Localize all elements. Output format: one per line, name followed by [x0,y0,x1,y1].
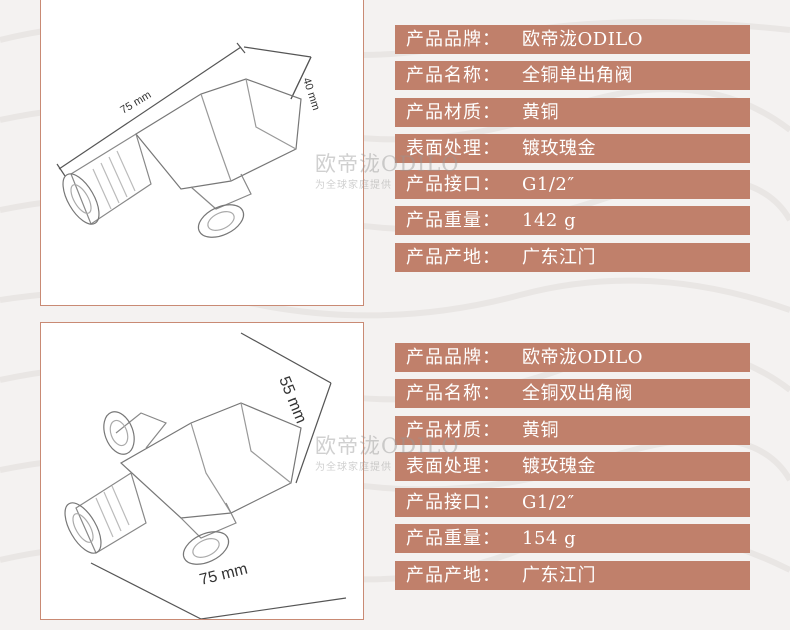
spec-row-finish: 表面处理： 镀玫瑰金 [395,133,750,163]
spec-row-origin: 产品产地： 广东江门 [395,242,750,272]
spec-value: 全铜单出角阀 [522,65,633,87]
product-photo-double-valve: 55 mm 75 mm [40,322,364,620]
spec-label: 产品品牌： [406,347,501,368]
product-section-double: 55 mm 75 mm 产品品牌： 欧帝泷ODILO 产品名称： 全铜双出角阀 产品… [0,318,790,620]
spec-label: 产品名称： [406,65,501,87]
spec-table-double: 产品品牌： 欧帝泷ODILO 产品名称： 全铜双出角阀 产品材质： 黄铜 表面处理： 镀… [395,343,750,597]
spec-value: 广东江门 [522,246,596,268]
watermark-tagline: 为全球家庭提供 [315,462,392,473]
spec-value: G1/2″ [522,492,575,514]
spec-label: 产品产地： [406,564,501,586]
product-photo-single-valve: 75 mm 40 mm [40,0,364,306]
spec-label: 产品名称： [406,383,501,405]
watermark-brand: 欧帝泷ODILO [315,434,460,458]
watermark-brand: 欧帝泷ODILO [315,152,460,176]
spec-row-material: 产品材质： 黄铜 [395,415,750,445]
spec-label: 产品产地： [406,246,501,268]
spec-label: 产品材质： [406,419,501,441]
height-dimension-label: 55 mm [275,374,309,426]
brand-watermark: 欧帝泷ODILO 为全球家庭提供 [315,430,460,473]
product-section-single: 75 mm 40 mm 产品品牌： 欧帝泷ODILO 产品名称： 全铜单出角阀 产品… [0,0,790,306]
spec-label: 产品重量： [406,528,501,550]
spec-row-interface: 产品接口： G1/2″ [395,170,750,200]
spec-row-weight: 产品重量： 154 g [395,524,750,554]
spec-row-finish: 表面处理： 镀玫瑰金 [395,451,750,481]
spec-value: 镀玫瑰金 [522,455,596,477]
spec-row-brand: 产品品牌： 欧帝泷ODILO [395,343,750,372]
spec-value: 欧帝泷ODILO [522,347,644,368]
length-dimension-label: 75 mm [198,561,250,589]
spec-value: 欧帝泷ODILO [522,29,644,50]
double-outlet-valve-drawing: 55 mm 75 mm [64,332,347,619]
spec-label: 产品材质： [406,101,501,123]
length-dimension-label: 75 mm [118,89,153,117]
spec-row-name: 产品名称： 全铜单出角阀 [395,61,750,91]
spec-label: 产品品牌： [406,29,501,50]
spec-value: 154 g [522,528,577,550]
spec-label: 表面处理： [406,455,501,477]
spec-row-interface: 产品接口： G1/2″ [395,488,750,518]
brand-watermark: 欧帝泷ODILO 为全球家庭提供 [315,148,460,191]
spec-row-brand: 产品品牌： 欧帝泷ODILO [395,25,750,54]
spec-table-single: 产品品牌： 欧帝泷ODILO 产品名称： 全铜单出角阀 产品材质： 黄铜 表面处理： 镀… [395,25,750,279]
spec-value: G1/2″ [522,174,575,196]
height-dimension-label: 40 mm [300,76,322,112]
spec-value: 广东江门 [522,564,596,586]
spec-value: 142 g [522,210,577,232]
spec-label: 产品重量： [406,210,501,232]
watermark-tagline: 为全球家庭提供 [315,180,392,191]
spec-value: 黄铜 [522,101,559,123]
spec-label: 产品接口： [406,174,501,196]
spec-row-material: 产品材质： 黄铜 [395,97,750,127]
spec-label: 产品接口： [406,492,501,514]
spec-row-origin: 产品产地： 广东江门 [395,560,750,590]
spec-row-name: 产品名称： 全铜双出角阀 [395,379,750,409]
spec-label: 表面处理： [406,137,501,159]
spec-value: 镀玫瑰金 [522,137,596,159]
single-outlet-valve-drawing: 75 mm 40 mm [56,42,322,238]
spec-value: 全铜双出角阀 [522,383,633,405]
spec-value: 黄铜 [522,419,559,441]
spec-row-weight: 产品重量： 142 g [395,206,750,236]
